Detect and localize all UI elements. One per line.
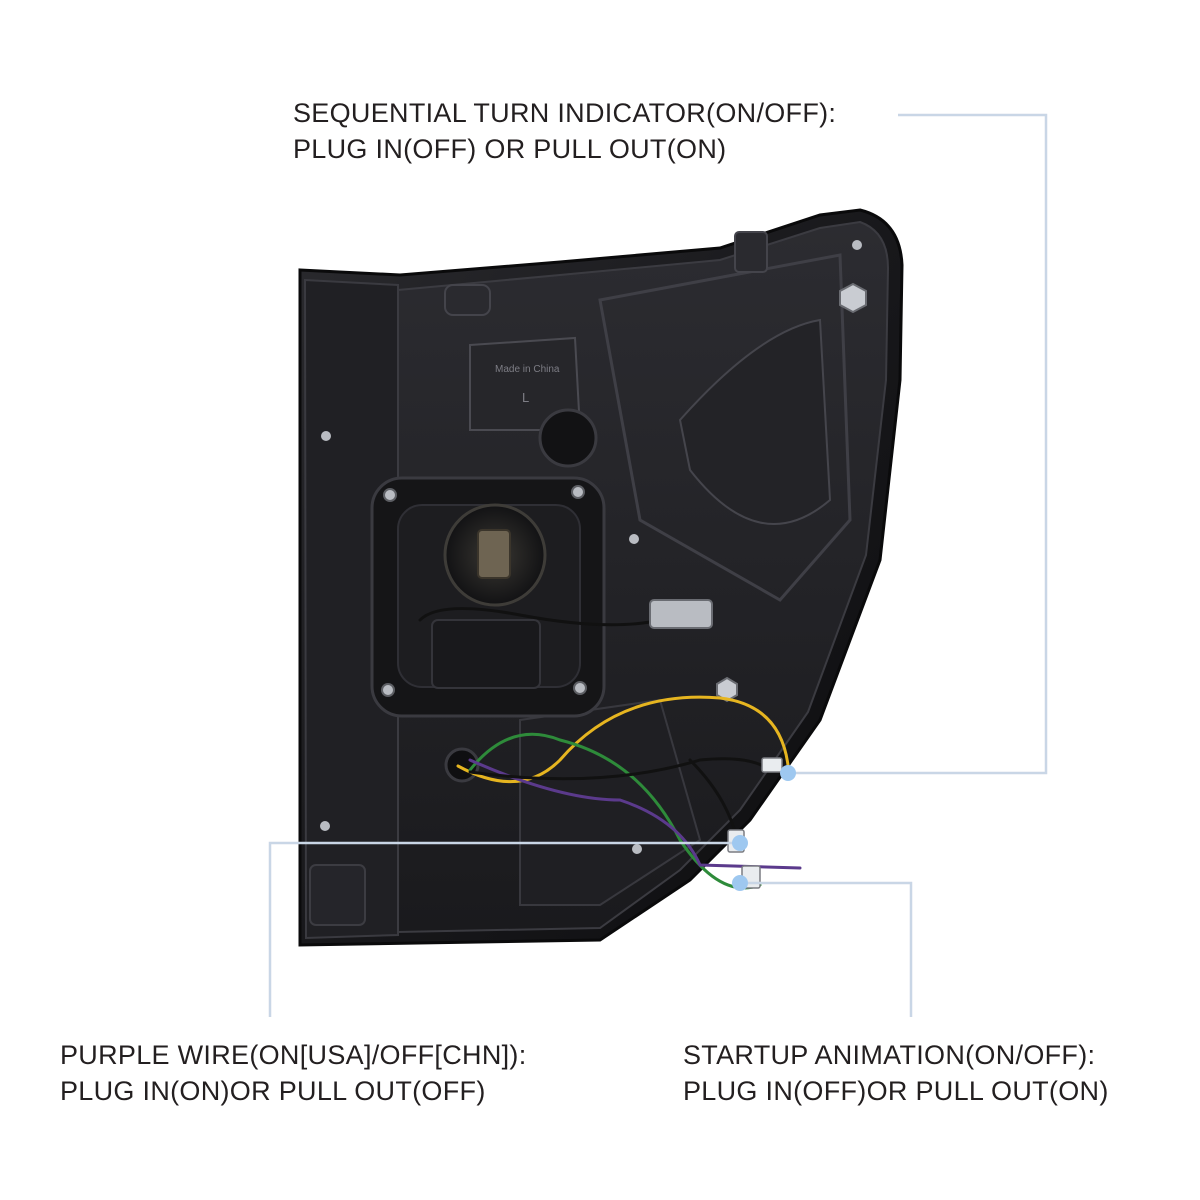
screw-bl	[381, 683, 395, 697]
connector-sequential	[761, 757, 783, 773]
screw-right-mid	[629, 534, 639, 544]
leader-line-purple	[268, 841, 740, 1017]
harness-connector-gray	[649, 599, 713, 629]
callout-sequential-line1: SEQUENTIAL TURN INDICATOR(ON/OFF):	[293, 98, 837, 128]
wiring-harness	[418, 599, 802, 890]
callout-startup-line2: PLUG IN(OFF)OR PULL OUT(ON)	[683, 1076, 1109, 1106]
housing-flange	[303, 278, 399, 940]
lamp-connector-pins	[477, 529, 511, 579]
callout-startup-animation: STARTUP ANIMATION(ON/OFF): PLUG IN(OFF)O…	[683, 1037, 1109, 1109]
callout-purple-line2: PLUG IN(ON)OR PULL OUT(OFF)	[60, 1076, 486, 1106]
callout-sequential-turn-indicator: SEQUENTIAL TURN INDICATOR(ON/OFF): PLUG …	[293, 95, 836, 167]
harness-wire-to-module	[418, 607, 652, 627]
screw-left-low	[320, 821, 330, 831]
screw-left-mid	[321, 431, 331, 441]
housing-rib	[598, 253, 852, 602]
screw-tl	[383, 488, 397, 502]
housing-rib-2	[678, 318, 832, 525]
made-in-china-text: Made in China	[495, 364, 560, 375]
callout-sequential-line2: PLUG IN(OFF) OR PULL OUT(ON)	[293, 134, 727, 164]
leader-line-sequential	[788, 113, 1048, 775]
callout-startup-line1: STARTUP ANIMATION(ON/OFF):	[683, 1040, 1096, 1070]
screw-bottom-mid	[632, 844, 642, 854]
housing-bottom-tab	[309, 864, 366, 926]
screw-br	[573, 681, 587, 695]
housing-top-tab-2	[734, 231, 768, 273]
leader-line-startup	[748, 881, 913, 1017]
housing-lower-bulge	[519, 698, 702, 906]
lamp-driver-box	[431, 619, 541, 689]
callout-purple-wire: PURPLE WIRE(ON[USA]/OFF[CHN]): PLUG IN(O…	[60, 1037, 527, 1109]
side-marking-text: L	[522, 390, 529, 405]
mounting-nut-top	[839, 282, 867, 314]
mounting-nut-mid	[716, 676, 738, 703]
housing-top-tab	[444, 284, 491, 316]
marker-dot-startup	[732, 875, 748, 891]
marker-dot-sequential	[780, 765, 796, 781]
leader-lines	[268, 113, 1048, 1017]
lamp-module	[370, 476, 606, 718]
round-grommet	[538, 408, 598, 468]
screw-tr	[571, 485, 585, 499]
marker-dot-purple	[732, 835, 748, 851]
screw-upper-right	[852, 240, 862, 250]
callout-purple-line1: PURPLE WIRE(ON[USA]/OFF[CHN]):	[60, 1040, 527, 1070]
